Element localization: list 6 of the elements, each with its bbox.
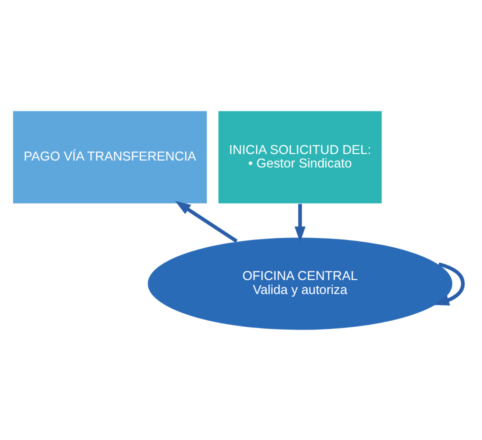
arrow <box>175 200 238 242</box>
arrow <box>294 203 306 242</box>
arrow <box>433 262 465 305</box>
node-box: INICIA SOLICITUD DEL: • Gestor Sindicato <box>217 110 383 204</box>
node-box: PAGO VÍA TRANSFERENCIA <box>12 110 208 204</box>
node-ellipse: OFICINA CENTRAL Valida y autoriza <box>146 236 454 330</box>
